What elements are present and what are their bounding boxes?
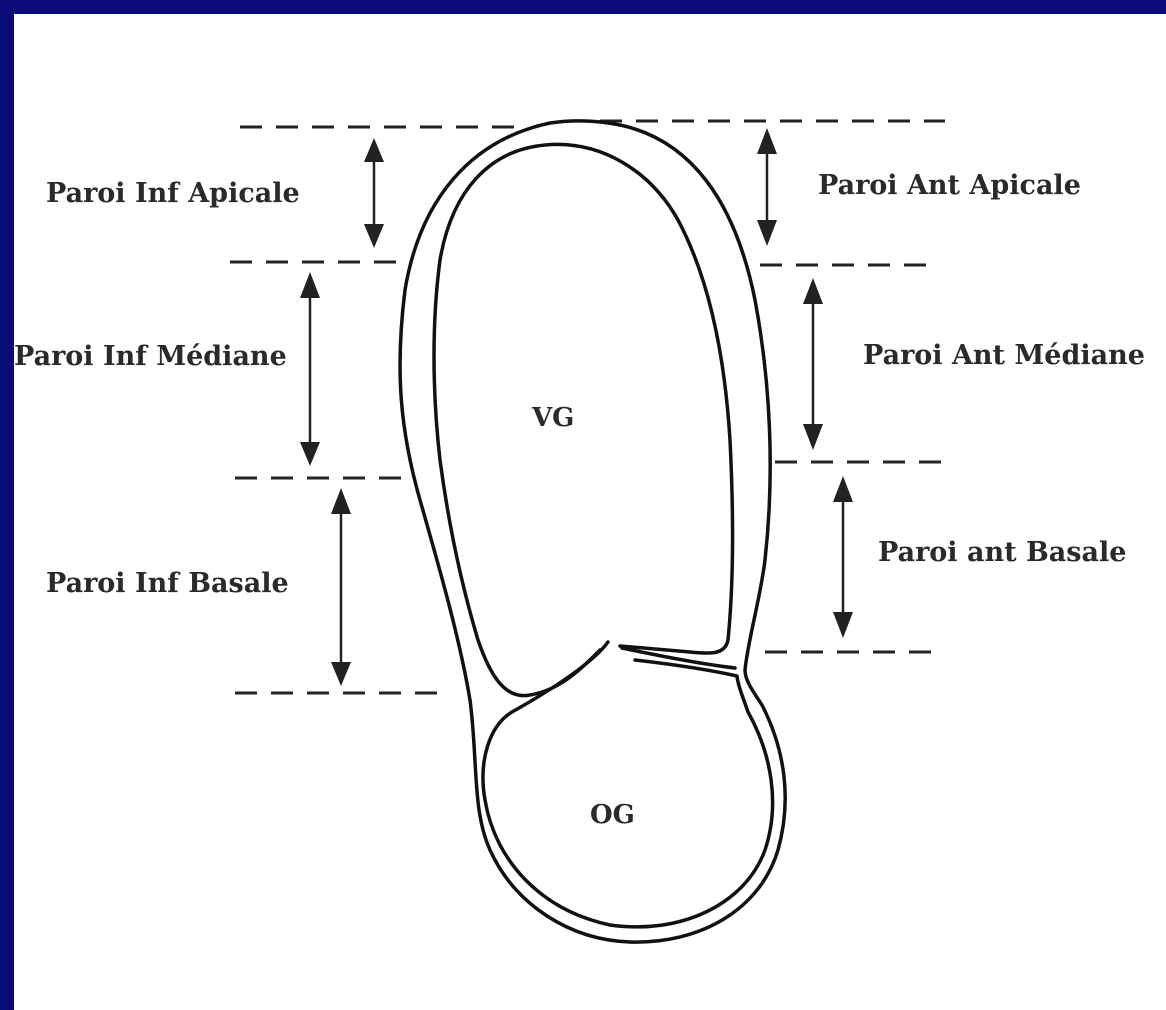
label-inf-basale: Paroi Inf Basale (46, 568, 289, 599)
ventricle-inner-wall (434, 144, 732, 695)
ventricle-label: VG (531, 403, 574, 433)
label-ant-basale: Paroi ant Basale (878, 537, 1126, 568)
left-arrows (300, 138, 384, 686)
arrow-inf-apicale (364, 138, 384, 248)
label-ant-mediane: Paroi Ant Médiane (863, 340, 1145, 371)
arrow-ant-basale (833, 476, 853, 638)
arrow-ant-mediane (803, 278, 823, 450)
mitral-leaflet-posterior (512, 642, 608, 712)
atrium-label: OG (590, 800, 635, 830)
arrow-inf-mediane (300, 272, 320, 466)
label-inf-apicale: Paroi Inf Apicale (46, 178, 300, 209)
arrow-inf-basale (331, 488, 351, 686)
label-inf-mediane: Paroi Inf Médiane (14, 341, 287, 372)
arrow-ant-apicale (757, 128, 777, 246)
atrium-inner-wall (483, 660, 773, 927)
label-ant-apicale: Paroi Ant Apicale (818, 170, 1081, 201)
right-arrows (757, 128, 853, 638)
